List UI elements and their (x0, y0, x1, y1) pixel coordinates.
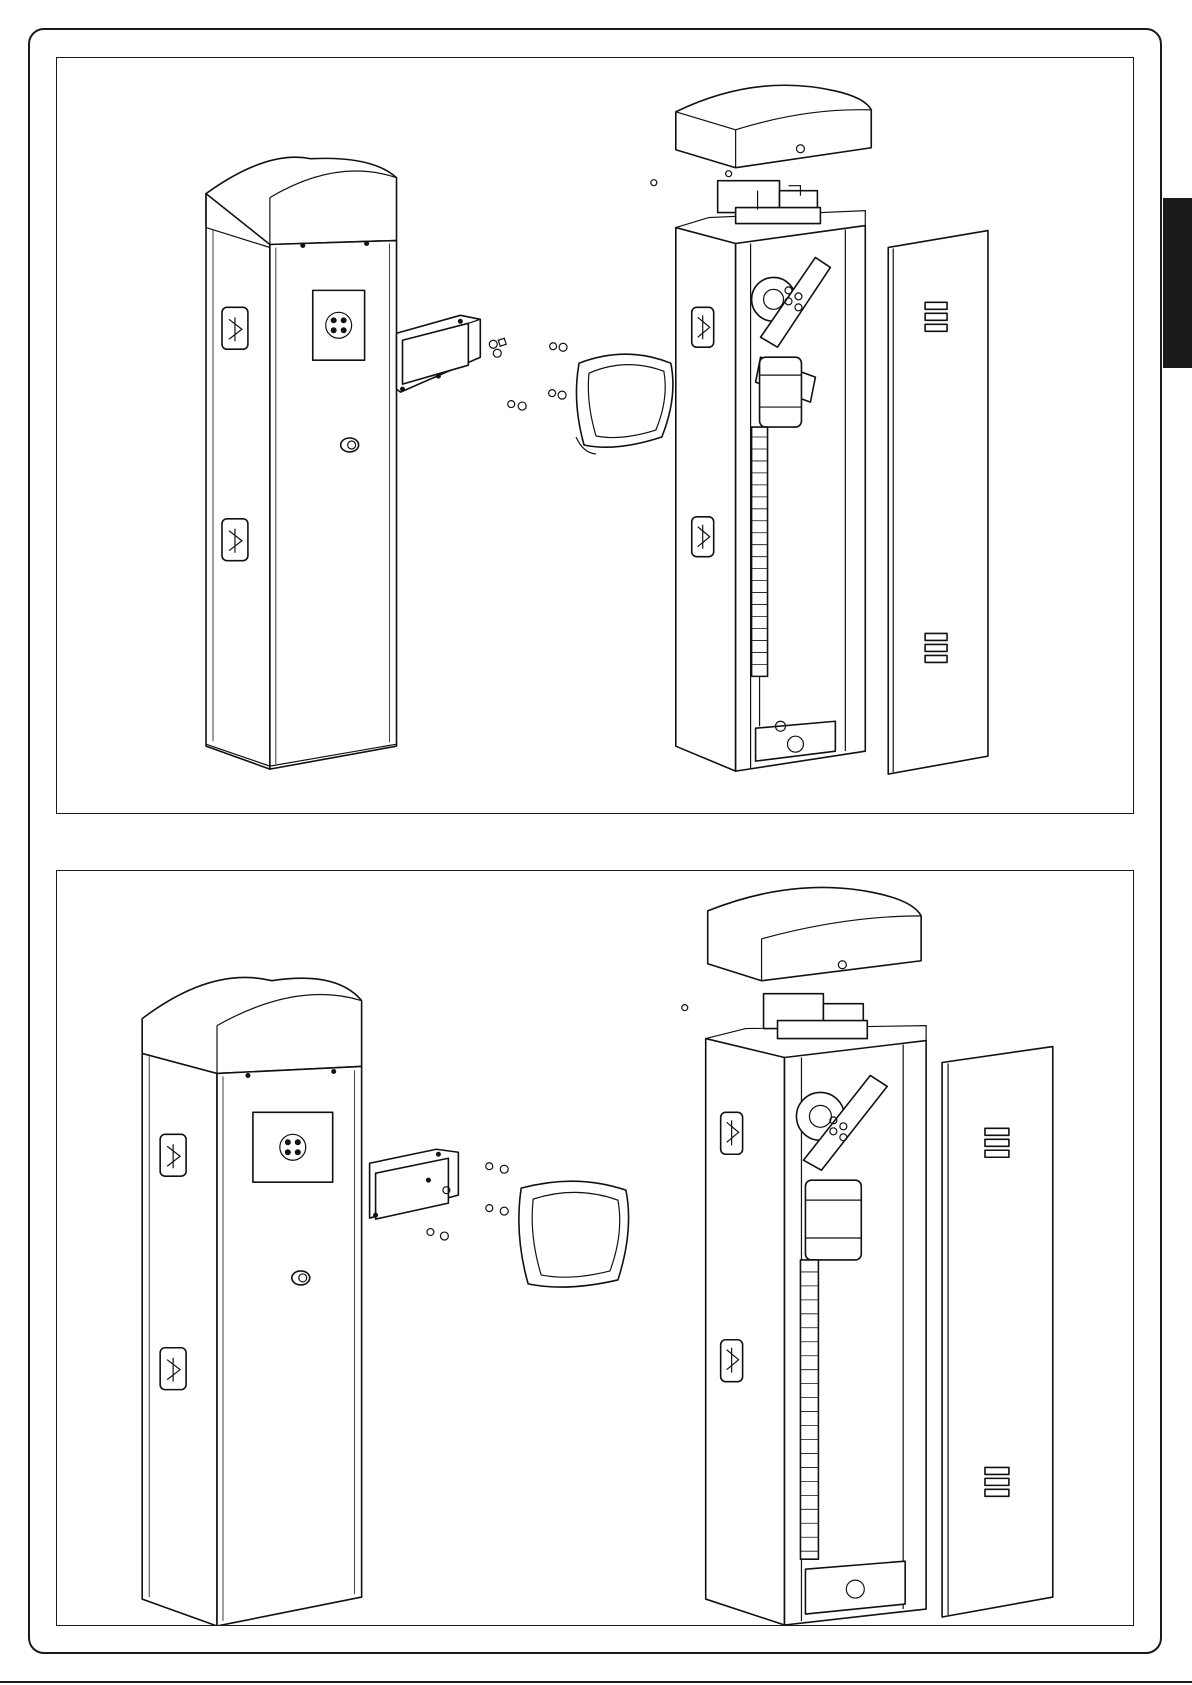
mounting-bracket (397, 315, 481, 392)
vent-slot-icon (985, 1467, 1009, 1496)
barrier-cabinet-open (676, 181, 865, 771)
lock-icon (292, 1271, 310, 1285)
lamp-cover (576, 354, 673, 454)
bottom-rule (0, 1681, 1192, 1683)
lamp-cover (519, 1181, 629, 1287)
exploded-view-drawing (57, 871, 1133, 1625)
top-cover (682, 887, 921, 1010)
figure-panel-top (56, 57, 1134, 814)
screw-icon (489, 338, 567, 410)
logo-icon (222, 519, 248, 561)
logo-icon (721, 1112, 743, 1154)
logo-icon (222, 307, 248, 349)
mounting-bracket (370, 1149, 459, 1219)
barrier-cabinet-open (706, 994, 926, 1625)
logo-icon (160, 1134, 186, 1176)
logo-icon (692, 307, 714, 347)
side-panel (888, 231, 988, 775)
figure-panel-bottom (56, 870, 1134, 1626)
vent-slot-icon (985, 1128, 1009, 1157)
side-panel (942, 1047, 1053, 1617)
top-cover (651, 85, 871, 185)
logo-icon (721, 1340, 743, 1382)
barrier-cabinet-closed (206, 157, 396, 769)
lock-icon (341, 438, 359, 452)
barrier-cabinet-closed (142, 977, 361, 1625)
vent-slot-icon (925, 633, 947, 662)
logo-icon (160, 1348, 186, 1390)
vent-slot-icon (925, 302, 947, 331)
exploded-view-drawing (57, 58, 1133, 813)
section-tab (1163, 198, 1192, 368)
logo-icon (692, 517, 714, 557)
